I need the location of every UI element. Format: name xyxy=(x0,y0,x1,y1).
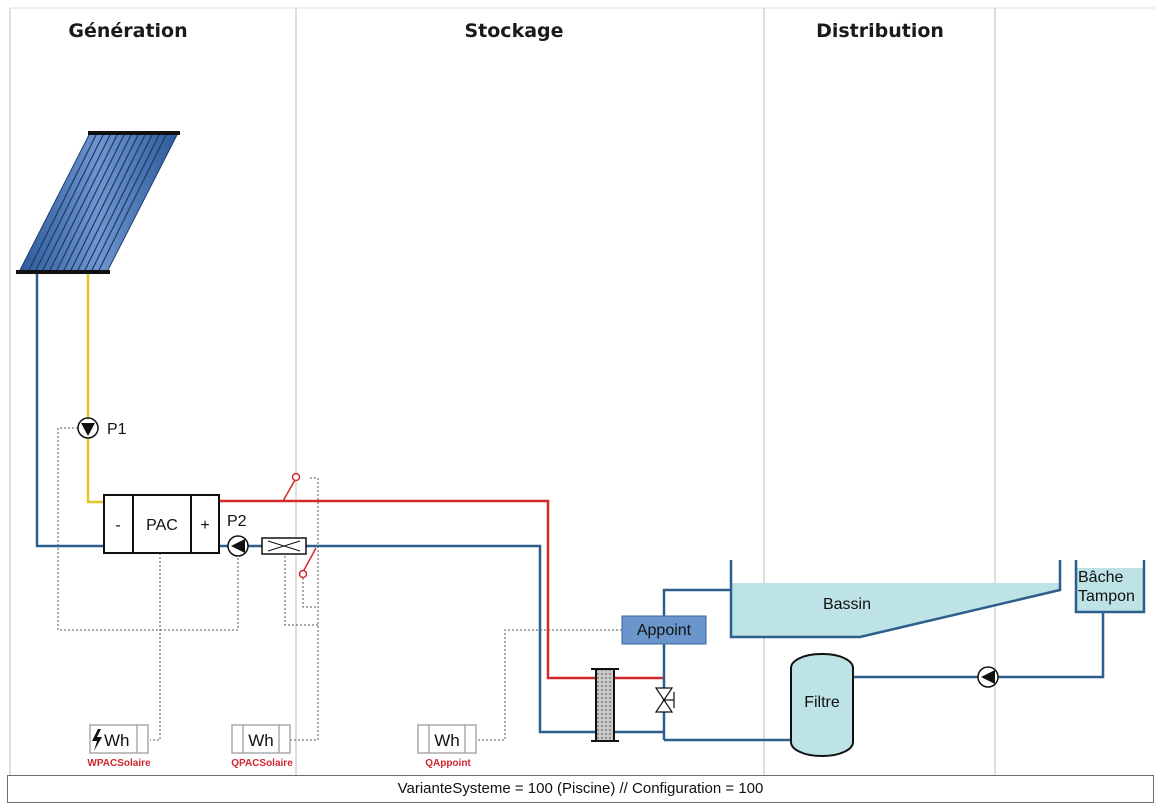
return-pipe-2 xyxy=(306,544,596,734)
meter-qappoint-name: QAppoint xyxy=(425,758,471,769)
pump-p2-icon[interactable] xyxy=(227,535,249,557)
pump-p1-icon[interactable] xyxy=(77,417,99,439)
pac-minus-label: - xyxy=(115,517,120,534)
column-header-generation: Génération xyxy=(68,20,187,42)
pac-label: PAC xyxy=(146,517,178,534)
meter-qappoint-unit: Wh xyxy=(434,731,460,750)
filtre-label: Filtre xyxy=(804,694,840,711)
meter-qpacsolaire-unit: Wh xyxy=(248,731,274,750)
control-lines xyxy=(57,427,622,741)
filter-tank[interactable] xyxy=(790,653,854,757)
appoint-label: Appoint xyxy=(637,622,692,639)
pool-inlet-pipe xyxy=(662,588,730,678)
meter-wpacsolaire-name: WPACSolaire xyxy=(87,758,151,769)
column-header-distribution: Distribution xyxy=(816,20,944,42)
flow-meter-icon xyxy=(261,537,307,555)
valve-icon[interactable] xyxy=(654,687,675,713)
meter-wpacsolaire[interactable] xyxy=(89,724,149,754)
meter-qpacsolaire[interactable] xyxy=(231,724,291,754)
bache-label-line2: Tampon xyxy=(1078,588,1135,605)
configuration-footer: VarianteSysteme = 100 (Piscine) // Confi… xyxy=(7,775,1154,803)
meter-wpacsolaire-unit: Wh xyxy=(104,731,130,750)
solar-return-pipe xyxy=(35,274,104,548)
supply-pipe xyxy=(219,499,596,680)
pump-p1-label: P1 xyxy=(107,421,127,438)
lightning-icon xyxy=(92,729,102,751)
switch-return-icon xyxy=(298,547,317,579)
meter-qappoint[interactable] xyxy=(417,724,477,754)
solar-supply-pipe xyxy=(86,274,104,504)
pac-plus-label: + xyxy=(200,517,209,534)
bache-label-line1: Bâche xyxy=(1078,569,1123,586)
heat-pump-pac[interactable] xyxy=(103,494,220,554)
solar-collector-icon xyxy=(16,131,180,274)
pool-bassin[interactable] xyxy=(729,560,1062,639)
bache-tampon[interactable] xyxy=(1074,560,1146,614)
heat-exchanger-icon xyxy=(591,668,619,742)
meter-qpacsolaire-name: QPACSolaire xyxy=(231,758,293,769)
pump-p2-label: P2 xyxy=(227,513,247,530)
bassin-label: Bassin xyxy=(823,596,871,613)
switch-supply-icon xyxy=(282,472,301,502)
pool-pump-icon[interactable] xyxy=(977,666,999,688)
appoint-box[interactable] xyxy=(621,615,707,645)
column-dividers xyxy=(9,7,1155,775)
filter-pipe xyxy=(852,612,1105,679)
column-header-stockage: Stockage xyxy=(464,20,563,42)
